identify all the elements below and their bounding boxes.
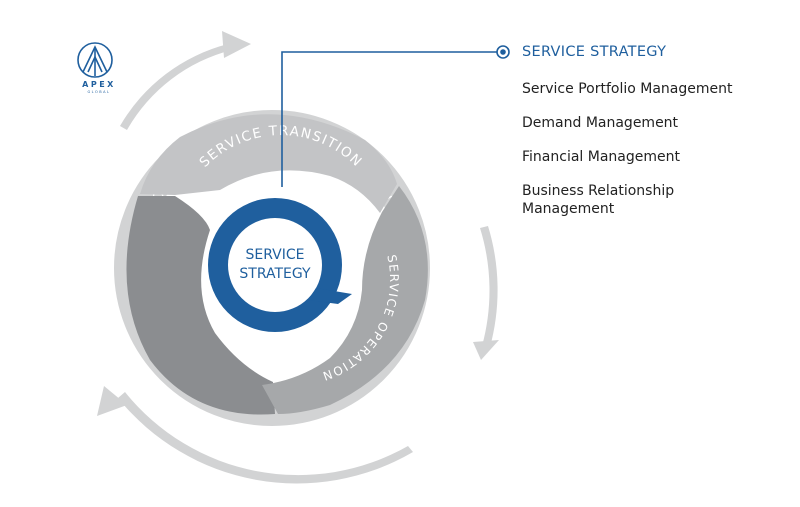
center-ring-tail <box>308 288 352 304</box>
brand-logo-text: APEX GLOBAL <box>74 80 124 94</box>
right-arrow <box>480 226 498 347</box>
outer-arrows <box>97 31 499 484</box>
right-arrow-head <box>473 340 499 360</box>
center-label-line2: STRATEGY <box>239 266 311 282</box>
segment-service-transition <box>140 114 397 213</box>
panel-item: Financial Management <box>522 149 680 165</box>
panel-item: Business Relationship Management <box>522 183 675 217</box>
segment-design-label-text: SERVICE DESIGN <box>81 235 114 360</box>
detail-panel: SERVICE STRATEGY Service Portfolio Manag… <box>522 44 792 234</box>
brand-name: APEX <box>82 80 116 89</box>
callout-connector <box>281 51 499 187</box>
callout-dot-center <box>500 49 506 55</box>
panel-item: Demand Management <box>522 115 679 131</box>
panel-item: Service Portfolio Management <box>522 81 733 97</box>
bottom-arrow-head <box>97 386 127 416</box>
brand-tagline: GLOBAL <box>87 90 111 94</box>
segment-design-label: SERVICE DESIGN <box>81 235 116 360</box>
center-label-line1: SERVICE <box>245 247 304 263</box>
segment-service-operation <box>262 186 428 414</box>
segment-service-design <box>126 196 276 415</box>
panel-heading: SERVICE STRATEGY <box>522 44 667 60</box>
apex-logo-icon <box>77 42 113 78</box>
center-disc <box>228 218 322 312</box>
top-arrow-head <box>222 31 251 58</box>
top-arrow <box>120 44 232 130</box>
